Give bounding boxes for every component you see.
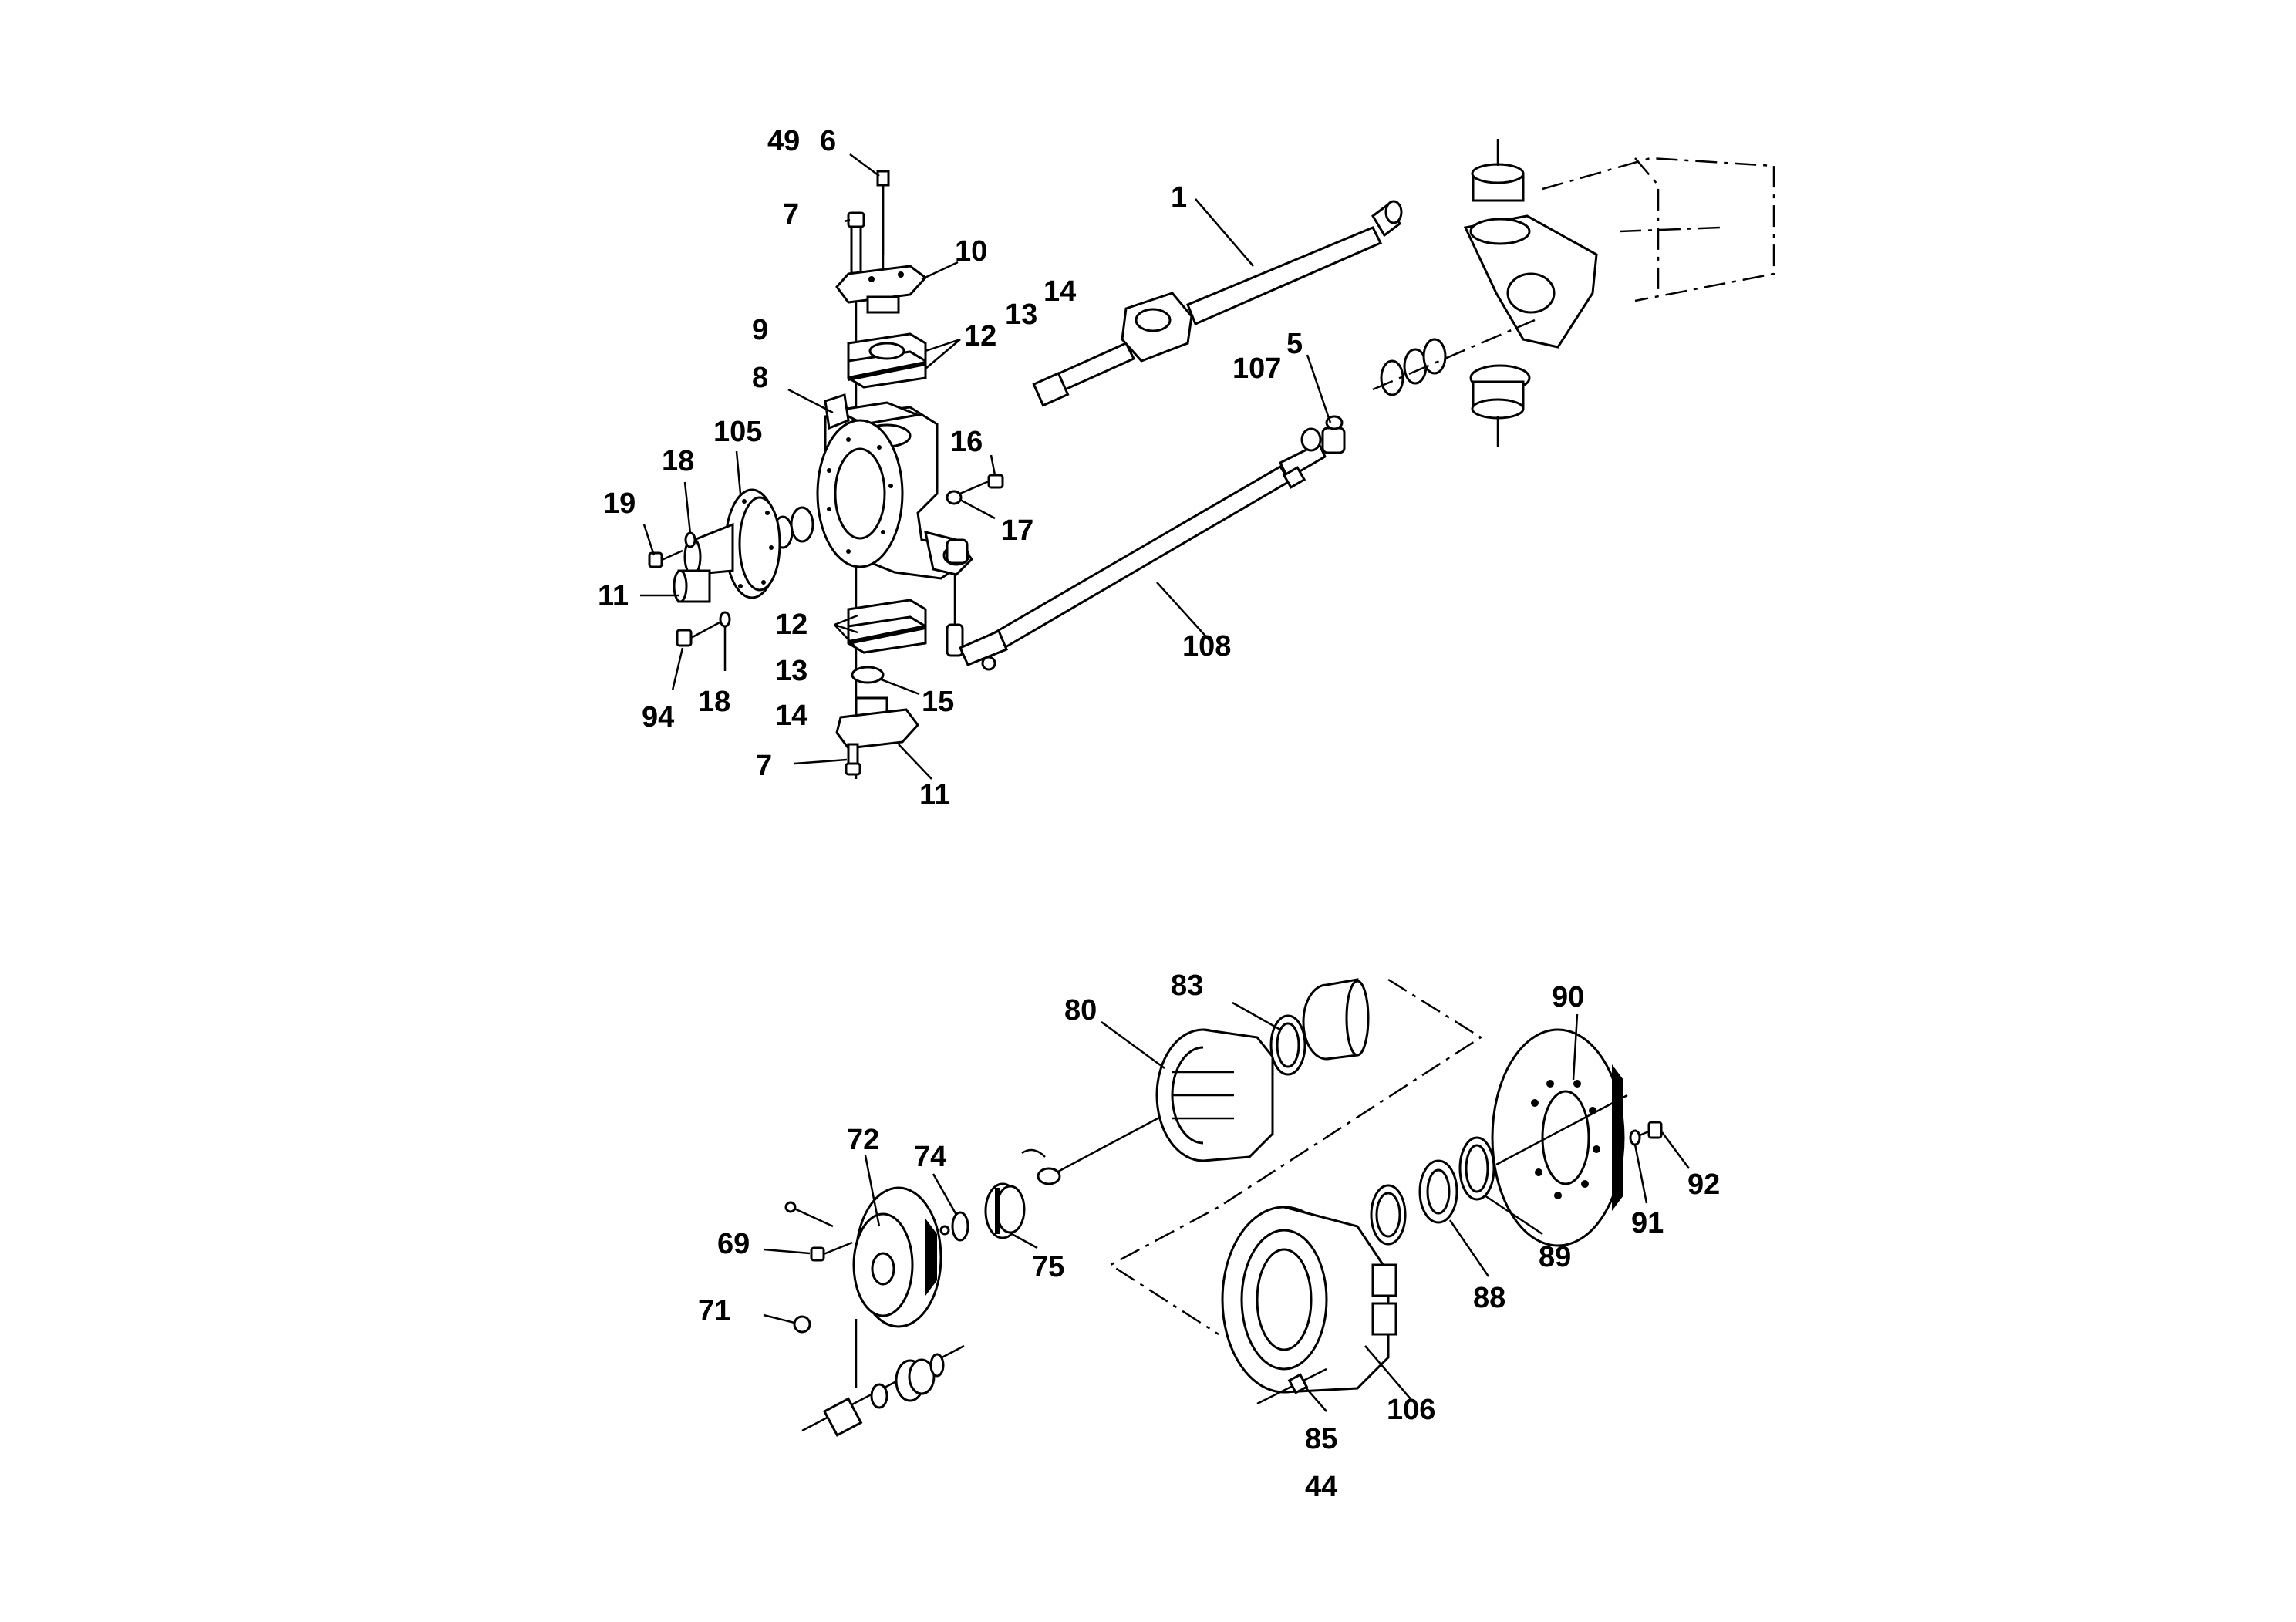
leader-lines [640,153,1691,1412]
label-15: 15 [922,686,954,718]
label-13: 13 [1005,298,1037,331]
label-105: 105 [713,416,762,448]
part-75-gear [984,1182,1026,1239]
label-17: 17 [1001,514,1033,547]
part-89-race [1458,1136,1495,1201]
label-91: 91 [1631,1207,1664,1239]
label-74: 74 [914,1141,946,1173]
label-83: 83 [1171,969,1203,1002]
label-12: 12 [964,320,996,352]
label-12: 12 [775,609,807,641]
part-69-bolt [784,1201,853,1262]
part-17-washer [946,490,963,505]
label-89: 89 [1539,1241,1571,1273]
part-92-bolt [1639,1121,1663,1139]
part-6-screw [876,170,890,255]
label-1: 1 [1171,181,1187,214]
part-10-top-cap [835,265,928,314]
steering-knuckle-assembly [648,170,1004,779]
part-7-bolt-top [847,211,865,275]
label-72: 72 [847,1124,879,1156]
label-94: 94 [642,701,674,733]
label-11: 11 [598,580,629,612]
label-108: 108 [1182,630,1231,663]
part-11-bottom-cap [835,696,919,750]
label-16: 16 [950,426,983,458]
label-8: 8 [752,362,768,394]
wheel-hub-assembly [784,978,1663,1437]
label-49: 49 [767,125,800,157]
part-7-bolt-bottom [845,743,861,776]
label-6: 6 [820,125,836,157]
label-75: 75 [1032,1251,1064,1283]
part-71-plug [793,1315,811,1334]
label-88: 88 [1473,1282,1505,1314]
label-14: 14 [775,700,807,732]
label-44: 44 [1305,1471,1337,1503]
part-18-washer-bottom [719,611,731,628]
part-94-bolt [676,620,722,647]
axle-housing [1463,139,1775,447]
part-107-bushings [1372,319,1536,396]
planet-gear-detail [801,1344,965,1437]
label-14: 14 [1043,275,1076,308]
part-12-shims-bottom [847,599,927,654]
part-91-washer [1629,1129,1641,1146]
part-19-bolt [648,549,683,568]
label-11: 11 [919,779,950,811]
part-18-washer-top [684,531,696,548]
label-71: 71 [698,1295,730,1327]
part-108-tie-rod [959,415,1346,671]
label-7: 7 [783,198,799,231]
label-18: 18 [698,686,730,718]
part-88-bearing [1370,1159,1458,1246]
label-92: 92 [1687,1168,1720,1201]
part-80-ring-gear [1155,1028,1274,1162]
part-1-axle-shaft [1032,200,1403,407]
label-80: 80 [1064,994,1097,1027]
knuckle-flange [816,419,904,568]
part-85-stud [1256,1367,1327,1405]
label-5: 5 [1286,328,1303,360]
label-107: 107 [1232,352,1281,385]
label-19: 19 [603,487,636,520]
label-9: 9 [752,314,768,346]
label-85: 85 [1305,1423,1337,1455]
label-90: 90 [1552,981,1584,1013]
label-69: 69 [717,1228,750,1260]
label-10: 10 [955,235,987,268]
part-83-bearing [1269,978,1370,1076]
label-18: 18 [662,445,694,477]
label-13: 13 [775,655,807,687]
part-106-wheel-hub [1221,1206,1397,1394]
part-15-seal [851,666,885,684]
part-74-washer [951,1211,969,1242]
part-72-carrier [852,1186,942,1328]
part-12-shims-top [847,332,927,389]
part-labels: 49 6 7 10 1 14 13 9 12 5 107 8 16 105 18… [598,125,1720,1503]
label-106: 106 [1387,1394,1435,1426]
part-16-bolt [956,474,1004,497]
part-90-brake-disc [1491,1028,1625,1247]
label-7: 7 [756,750,772,782]
part-11-spindle [673,522,734,603]
